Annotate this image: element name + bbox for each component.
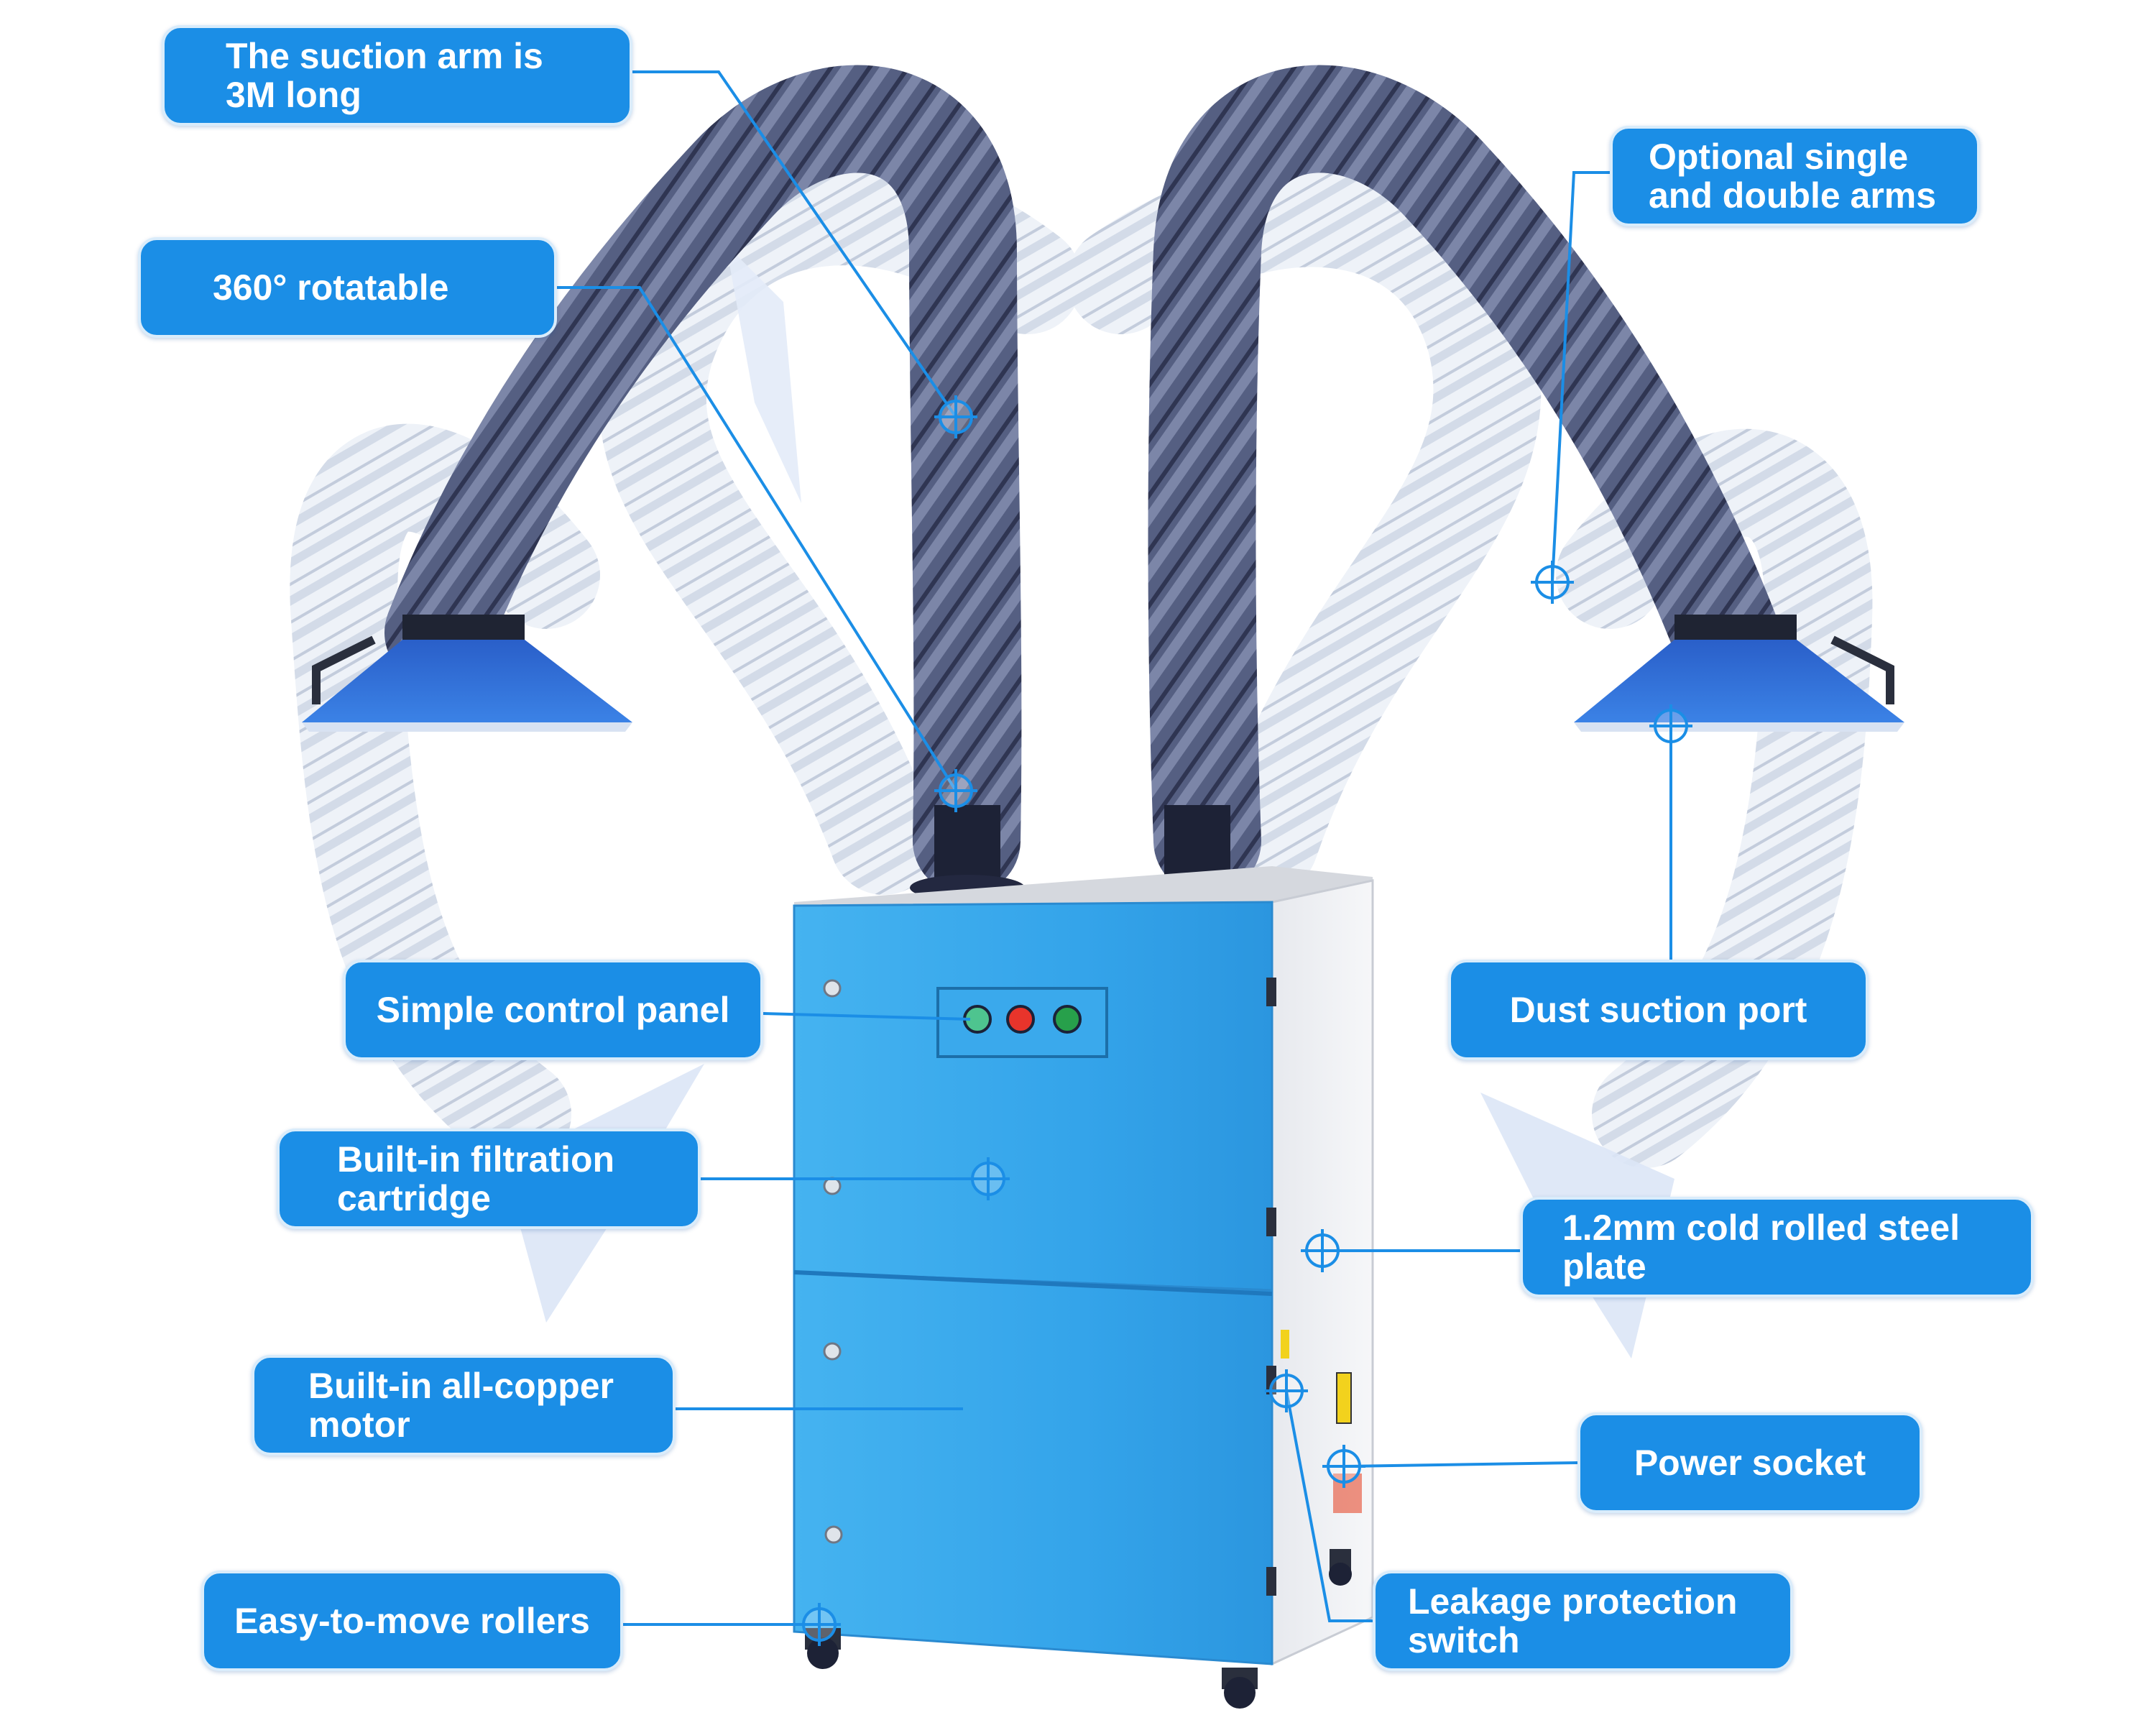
target-marker-icon	[798, 1603, 841, 1646]
callout-rollers: Easy-to-move rollers	[201, 1571, 623, 1671]
suction-arms	[384, 65, 1779, 901]
callout-steel-plate-text: 1.2mm cold rolled steel plate	[1562, 1208, 1960, 1287]
callout-control-panel: Simple control panel	[343, 960, 763, 1060]
stop-button-icon	[1006, 1005, 1035, 1034]
target-marker-icon	[1301, 1229, 1344, 1272]
cabinet	[793, 866, 1374, 1709]
control-panel	[936, 987, 1108, 1058]
target-marker-icon	[1265, 1369, 1308, 1412]
callout-motor-text: Built-in all-copper motor	[308, 1366, 614, 1445]
leader-lines	[557, 70, 1672, 1626]
callout-dust-port: Dust suction port	[1448, 960, 1869, 1060]
suction-hood-left	[302, 615, 632, 732]
callout-rotatable: 360° rotatable	[138, 237, 557, 338]
callout-filtration: Built-in filtration cartridge	[277, 1128, 701, 1229]
target-marker-icon	[967, 1157, 1010, 1200]
callout-steel-plate: 1.2mm cold rolled steel plate	[1520, 1197, 2034, 1297]
callout-power-socket: Power socket	[1577, 1412, 1922, 1513]
callout-rotatable-text: 360° rotatable	[213, 267, 449, 308]
callout-suction-arm-text: The suction arm is 3M long	[226, 36, 543, 115]
target-marker-icon	[1649, 704, 1692, 748]
callout-leakage: Leakage protection switch	[1373, 1571, 1793, 1671]
callout-motor: Built-in all-copper motor	[252, 1355, 676, 1456]
target-markers	[798, 395, 1692, 1646]
callout-filtration-text: Built-in filtration cartridge	[337, 1139, 615, 1218]
target-marker-icon	[1322, 1445, 1365, 1488]
callout-optional-arms-text: Optional single and double arms	[1649, 137, 1937, 216]
target-marker-icon	[934, 769, 977, 812]
start-button-icon	[1053, 1005, 1082, 1034]
callout-control-panel-text: Simple control panel	[376, 990, 730, 1030]
callout-optional-arms: Optional single and double arms	[1610, 126, 1980, 226]
callout-suction-arm: The suction arm is 3M long	[162, 25, 632, 126]
target-marker-icon	[1531, 561, 1574, 604]
target-marker-icon	[934, 395, 977, 438]
callout-leakage-text: Leakage protection switch	[1408, 1581, 1738, 1660]
callout-power-socket-text: Power socket	[1634, 1443, 1866, 1483]
callout-dust-port-text: Dust suction port	[1509, 990, 1807, 1030]
callout-rollers-text: Easy-to-move rollers	[234, 1601, 590, 1641]
